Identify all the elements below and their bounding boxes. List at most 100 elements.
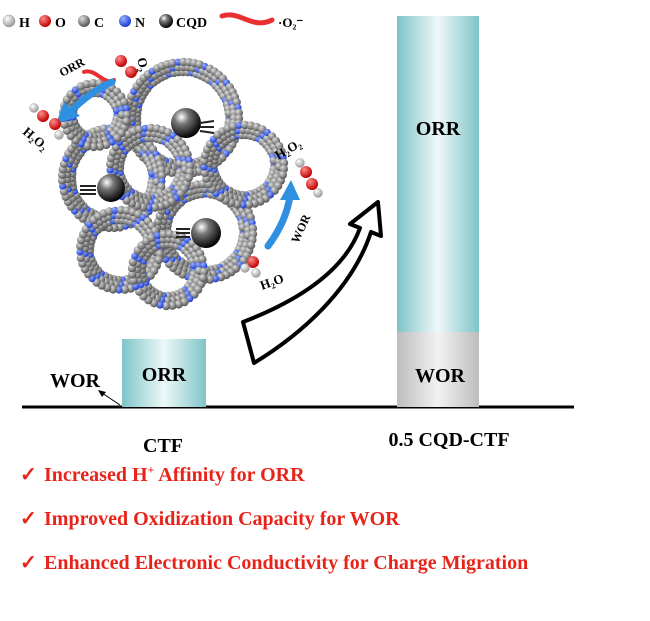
legend-label-h: H (19, 16, 30, 31)
framework-atom (128, 257, 138, 267)
framework-atom (111, 206, 119, 214)
hydrogen-atom-icon (295, 158, 305, 168)
framework-atom (246, 241, 256, 250)
framework-atom (150, 203, 160, 212)
feature-list: ✓ Increased H+ Affinity for ORR ✓ Improved… (20, 462, 529, 596)
bond-hatch (176, 228, 190, 238)
cqd-ctf-wor-bar (397, 332, 479, 407)
feature-text-2: Improved Oxidization Capacity for WOR (44, 508, 400, 530)
check-icon: ✓ (20, 508, 37, 530)
h2o-label: H₂O (258, 270, 286, 292)
cqd-ctf-category-label: 0.5 CQD-CTF (388, 429, 509, 451)
hydrogen-atom-icon (240, 263, 250, 273)
activity-comparison: ORR WOR ORR WOR CTF 0.5 CQD-CTF (22, 16, 574, 457)
oxygen-atom-icon (247, 256, 259, 268)
cqd-ctf-orr-bar (397, 16, 479, 332)
oxygen-atom-icon (37, 110, 49, 122)
framework-atom (279, 158, 289, 168)
framework-atom (76, 248, 84, 256)
h2o2-left-label: H₂O₂ (20, 124, 51, 154)
framework-atom (76, 253, 86, 263)
wor-pointer-head (98, 390, 106, 397)
framework-atom (105, 207, 114, 216)
ctf-category-label: CTF (143, 435, 183, 457)
cqd-particle-icon (171, 108, 201, 138)
cqd-particle-icon (97, 174, 125, 202)
framework-atom (89, 142, 98, 152)
wor-arrow (264, 192, 294, 250)
ctf-orr-label: ORR (142, 364, 187, 386)
orr-arrow-head (56, 102, 80, 124)
oxygen-atom-icon (49, 118, 61, 130)
framework-atom (185, 156, 193, 164)
oxygen-atom-icon (306, 178, 318, 190)
framework-atom (162, 301, 171, 311)
framework-atom (115, 286, 123, 294)
framework-atom (122, 110, 132, 120)
check-icon: ✓ (20, 464, 37, 486)
framework-atom (122, 117, 131, 126)
cqd-particle-icon (191, 218, 221, 248)
legend-label-o: O (55, 16, 66, 31)
framework-atom (82, 79, 92, 89)
framework-atom (135, 125, 144, 134)
framework-atom (235, 121, 243, 129)
feature-item-oxidization: ✓ Improved Oxidization Capacity for WOR (20, 508, 528, 530)
framework-atom (198, 255, 207, 264)
orr-process-label: ORR (57, 55, 87, 80)
legend-label-superoxide: ·O₂⁻ (278, 15, 303, 30)
orr-arrow (66, 78, 116, 116)
enhancement-arrow (241, 200, 383, 365)
o2-label: O₂ (134, 56, 151, 73)
framework-atom (128, 270, 137, 279)
cqd-ctf-orr-label: ORR (416, 118, 461, 140)
framework-atom (229, 122, 238, 131)
hydrogen-atom-icon (251, 268, 261, 278)
framework-atom (183, 150, 192, 159)
framework-atom (106, 166, 114, 174)
framework-atom (154, 255, 163, 265)
feature-text-1a: Increased H (44, 464, 148, 486)
framework-atom (239, 201, 247, 209)
cqd-ball-icon (159, 14, 173, 28)
bond-hatch (199, 120, 215, 134)
nitrogen-atom-icon (119, 15, 131, 27)
framework-atom (278, 170, 287, 180)
framework-atom (156, 301, 164, 309)
ctf-wor-label: WOR (50, 370, 101, 392)
framework-atom (200, 168, 209, 178)
cqd-ctf-wor-label: WOR (415, 365, 466, 387)
framework-atom (122, 104, 130, 112)
wor-arrow-head (280, 180, 300, 200)
framework-atom (199, 267, 209, 276)
ctf-orr-bar (122, 339, 206, 407)
feature-text-1-sup: + (147, 462, 155, 477)
framework-atom (89, 78, 98, 88)
oxygen-atom-icon (115, 55, 127, 67)
hydrogen-atom-icon (2, 14, 16, 28)
check-icon: ✓ (20, 552, 37, 574)
framework-atom (60, 120, 69, 129)
feature-text-3: Enhanced Electronic Conductivity for Cha… (44, 552, 529, 574)
hydrogen-atom-icon (313, 188, 323, 198)
oxygen-atom-icon (300, 166, 312, 178)
feature-text-1b: Affinity for ORR (154, 464, 305, 486)
framework-atom (279, 153, 287, 161)
framework-atom (147, 233, 156, 243)
hydrogen-atom-icon (29, 103, 39, 113)
carbon-atom-icon (78, 15, 90, 27)
framework-atom (127, 264, 137, 273)
framework-atom (159, 230, 168, 239)
legend-label-c: C (94, 16, 104, 31)
legend-label-cqd: CQD (176, 16, 207, 31)
framework-atom (153, 232, 161, 240)
oxygen-atom-icon (39, 15, 51, 27)
legend-label-n: N (135, 16, 145, 31)
framework-atom (184, 173, 193, 183)
framework-atom (102, 140, 111, 150)
framework-atom (120, 285, 130, 294)
framework-atom (145, 204, 153, 212)
framework-atom (168, 301, 177, 310)
framework-atom (200, 163, 208, 171)
